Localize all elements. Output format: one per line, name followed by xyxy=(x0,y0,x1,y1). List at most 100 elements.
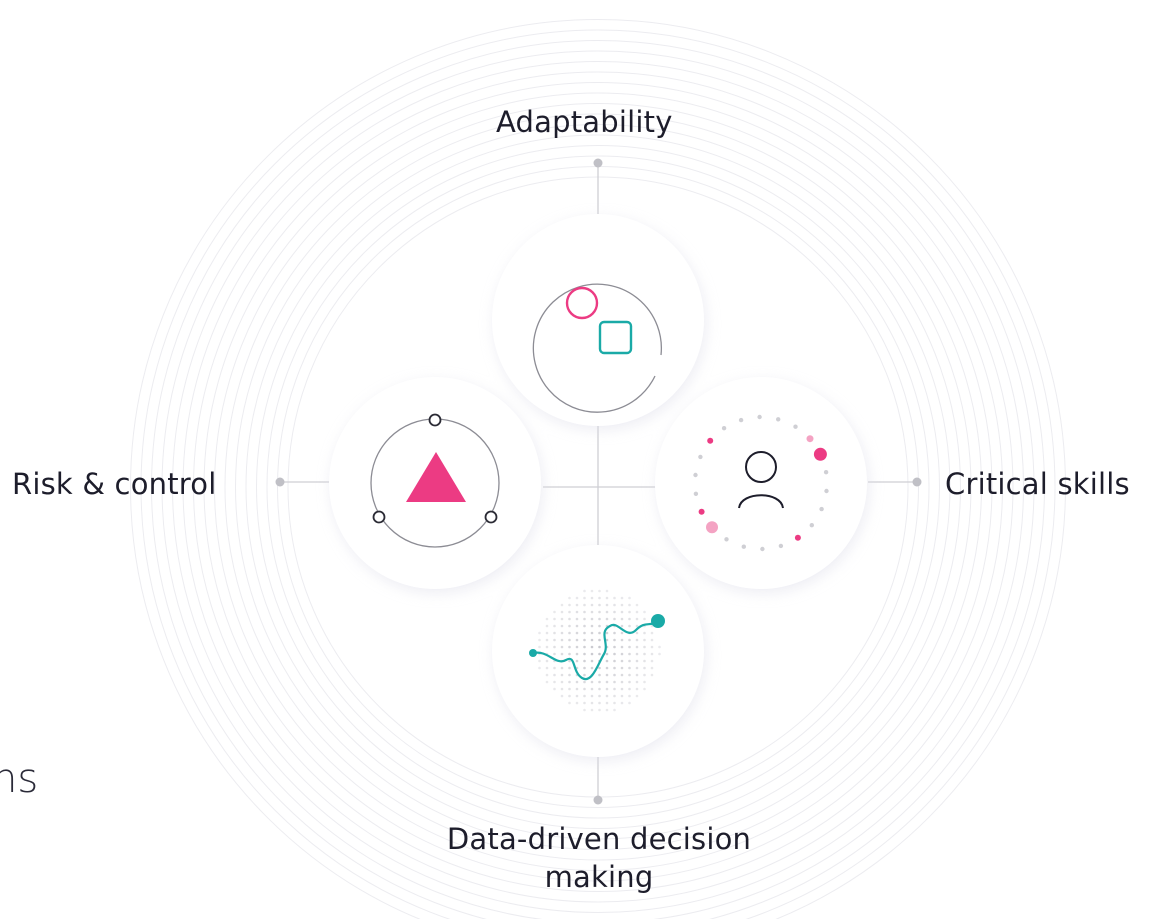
data-dot xyxy=(598,652,601,656)
data-dot xyxy=(568,645,571,649)
data-dot xyxy=(598,673,601,677)
data-dot xyxy=(620,603,624,607)
data-dot xyxy=(628,645,631,649)
data-dot xyxy=(620,652,624,656)
data-dot xyxy=(575,659,579,663)
skill-dot xyxy=(706,521,718,534)
data-dot xyxy=(568,603,571,607)
skill-dot xyxy=(760,546,765,552)
data-dot xyxy=(620,631,624,635)
data-dot xyxy=(545,659,549,663)
data-dot xyxy=(590,708,594,712)
data-dot xyxy=(650,645,654,649)
data-dot xyxy=(568,687,571,691)
data-dot xyxy=(598,596,601,600)
data-dot xyxy=(650,673,654,677)
data-dot xyxy=(613,659,616,663)
data-dot xyxy=(590,645,594,649)
data-dot xyxy=(598,631,601,635)
data-dot xyxy=(598,624,601,628)
data-dot xyxy=(643,659,646,663)
ring xyxy=(140,29,1056,919)
data-dot xyxy=(613,652,616,656)
data-dot xyxy=(568,673,571,677)
label-critical-skills: Critical skills xyxy=(945,467,1130,501)
data-dot xyxy=(605,666,609,670)
data-dot xyxy=(605,659,609,663)
data-dot xyxy=(628,659,631,663)
data-dot xyxy=(560,638,564,642)
data-dot xyxy=(628,603,631,607)
data-dot xyxy=(560,624,564,628)
data-dot xyxy=(568,652,571,656)
data-dot xyxy=(613,610,616,614)
data-dot xyxy=(658,645,661,649)
data-dot xyxy=(605,673,609,677)
data-dot xyxy=(643,687,646,691)
data-dot xyxy=(605,708,609,712)
data-dot xyxy=(590,701,594,705)
data-dot xyxy=(560,687,564,691)
skill-dot xyxy=(819,506,824,512)
skill-dot xyxy=(778,543,784,549)
data-dot xyxy=(560,694,564,698)
data-dot xyxy=(605,701,609,705)
data-dot xyxy=(598,603,601,607)
data-dot xyxy=(583,631,586,635)
data-dot xyxy=(620,701,624,705)
skill-dot xyxy=(793,424,798,429)
data-dot xyxy=(590,631,594,635)
data-dot xyxy=(538,645,541,649)
data-dot xyxy=(613,708,616,712)
data-dot xyxy=(553,666,556,670)
data-dot xyxy=(605,694,609,698)
data-dot xyxy=(583,596,586,600)
data-dot xyxy=(628,666,631,670)
triangle-orbit-icon xyxy=(370,413,500,548)
data-dot xyxy=(553,638,556,642)
data-dot xyxy=(613,596,616,600)
data-dot xyxy=(635,659,639,663)
data-dot xyxy=(583,603,586,607)
data-dot xyxy=(605,652,609,656)
data-dot xyxy=(635,610,639,614)
data-dot xyxy=(553,645,556,649)
data-dot xyxy=(598,694,601,698)
background-rings xyxy=(130,19,1066,919)
data-dot xyxy=(643,666,646,670)
data-dot xyxy=(538,666,541,670)
data-dot xyxy=(590,666,594,670)
data-dot xyxy=(545,631,549,635)
data-dot xyxy=(628,638,631,642)
data-dot xyxy=(583,666,586,670)
data-dot xyxy=(613,687,616,691)
person-dots-icon xyxy=(693,414,829,552)
data-dot xyxy=(575,631,579,635)
data-dot xyxy=(643,673,646,677)
skill-dot xyxy=(809,523,814,528)
data-dot xyxy=(575,617,579,621)
data-dot xyxy=(605,596,609,600)
data-dot xyxy=(635,694,639,698)
data-dot xyxy=(575,624,579,628)
data-dot xyxy=(590,680,594,684)
data-dot xyxy=(583,687,586,691)
data-dot xyxy=(635,638,639,642)
data-dot xyxy=(613,680,616,684)
data-dot xyxy=(620,694,624,698)
data-dot xyxy=(605,687,609,691)
data-dot xyxy=(560,645,564,649)
data-dot xyxy=(568,638,571,642)
data-dot xyxy=(560,652,564,656)
data-dot xyxy=(590,617,594,621)
data-dot xyxy=(568,624,571,628)
data-dot xyxy=(643,617,646,621)
data-dot xyxy=(575,645,579,649)
data-dot xyxy=(613,645,616,649)
data-dot xyxy=(568,659,571,663)
data-dot xyxy=(538,638,541,642)
data-dot xyxy=(545,645,549,649)
label-data-driven: Data-driven decision making xyxy=(446,822,752,894)
circle-square-icon xyxy=(532,283,663,413)
data-dot xyxy=(583,652,586,656)
